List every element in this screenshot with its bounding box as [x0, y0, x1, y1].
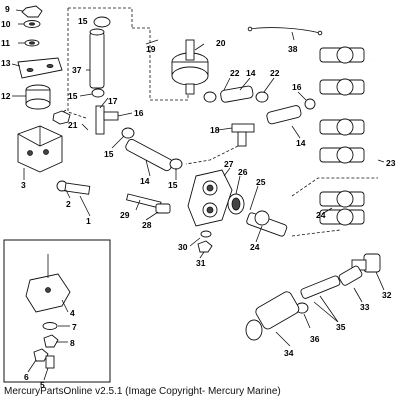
injector-24-left	[246, 210, 288, 237]
callout: 16	[292, 82, 302, 92]
callout: 30	[178, 242, 188, 252]
callout: 16	[134, 108, 144, 118]
callout: 13	[1, 58, 11, 68]
callout: 31	[196, 258, 206, 268]
clamp-15-low	[121, 127, 135, 139]
callout: 33	[360, 302, 370, 312]
callout: 18	[210, 125, 220, 135]
routing-dashed	[67, 7, 189, 119]
callout: 2	[66, 199, 71, 209]
rail-23-inner	[369, 59, 380, 257]
line-38	[249, 27, 321, 34]
callout: 14	[246, 68, 256, 78]
callout-labels: 9 10 11 13 12 3 2 1 15 19 20 37 15 17 16…	[1, 4, 396, 390]
callout: 8	[70, 338, 75, 348]
clamp-15-mid	[91, 88, 105, 98]
callout: 5	[40, 380, 45, 390]
inset-washer-7	[42, 322, 58, 330]
pump-27	[187, 169, 233, 227]
callout: 27	[224, 159, 234, 169]
callout: 9	[5, 4, 10, 14]
callout: 15	[168, 180, 178, 190]
mount-12	[25, 84, 51, 110]
callout: 37	[72, 65, 82, 75]
callout: 12	[1, 91, 11, 101]
elbow-32	[351, 253, 381, 273]
hose-19-inner	[156, 9, 189, 38]
hose-14-left	[125, 138, 174, 172]
callout: 11	[1, 38, 10, 48]
clamp-22b	[255, 91, 269, 103]
routing-dashed-2	[185, 145, 239, 165]
callout: 10	[1, 19, 11, 29]
inset-bracket-4	[25, 254, 71, 313]
callout: 35	[336, 322, 346, 332]
callout: 1	[86, 216, 91, 226]
regulator-20	[171, 39, 209, 95]
callout: 22	[230, 68, 240, 78]
hose-14-right	[266, 105, 302, 125]
clamp-16	[304, 98, 316, 110]
nut-31	[197, 240, 213, 253]
copyright-footer: MercuryPartsOnline v2.5.1 (Image Copyrig…	[4, 386, 281, 397]
washer-30	[200, 230, 212, 238]
callout: 19	[146, 44, 156, 54]
fitting-28	[155, 203, 171, 214]
inset-screw-5	[45, 355, 55, 369]
hose-37	[89, 28, 105, 89]
callout: 25	[256, 177, 266, 187]
inset-box	[3, 239, 111, 383]
callout: 38	[288, 44, 298, 54]
callout: 23	[386, 158, 396, 168]
leader-lines	[11, 9, 385, 381]
callout: 14	[140, 176, 150, 186]
callout: 4	[70, 308, 75, 318]
callout: 21	[68, 120, 78, 130]
washer-11	[24, 39, 40, 47]
hose-35	[300, 275, 341, 299]
callout: 24	[250, 242, 260, 252]
gasket-26	[227, 193, 245, 215]
fitting-33	[338, 265, 363, 286]
inset-nut-8	[43, 334, 59, 348]
filter-34	[245, 291, 300, 341]
clamp-15-top	[93, 16, 111, 28]
callout: 20	[216, 38, 226, 48]
callout: 3	[21, 180, 26, 190]
routing-dashed-3	[291, 177, 378, 237]
callout: 6	[24, 372, 29, 382]
callout: 26	[238, 167, 248, 177]
washer-10	[23, 20, 41, 28]
nut-21	[52, 110, 71, 125]
tee-17	[95, 105, 119, 135]
nut-top	[21, 5, 43, 18]
clamp-15-bot	[169, 158, 183, 170]
callout: 24	[316, 210, 326, 220]
hose-19	[157, 9, 189, 37]
hose-14-upper	[220, 85, 254, 103]
block-3	[17, 125, 63, 173]
callout: 17	[108, 96, 118, 106]
callout: 36	[310, 334, 320, 344]
callout: 34	[284, 348, 294, 358]
injector-rack	[319, 46, 365, 226]
screw-2-1	[56, 180, 91, 195]
callout: 14	[296, 138, 306, 148]
callout: 15	[104, 149, 114, 159]
callout: 7	[72, 322, 77, 332]
callout: 29	[120, 210, 130, 220]
callout: 22	[270, 68, 280, 78]
callout: 15	[68, 91, 78, 101]
bracket-plate	[17, 57, 63, 79]
callout: 32	[382, 290, 392, 300]
callout: 15	[78, 16, 88, 26]
clamp-22a	[203, 91, 217, 103]
tee-18	[231, 123, 255, 147]
callout: 28	[142, 220, 152, 230]
